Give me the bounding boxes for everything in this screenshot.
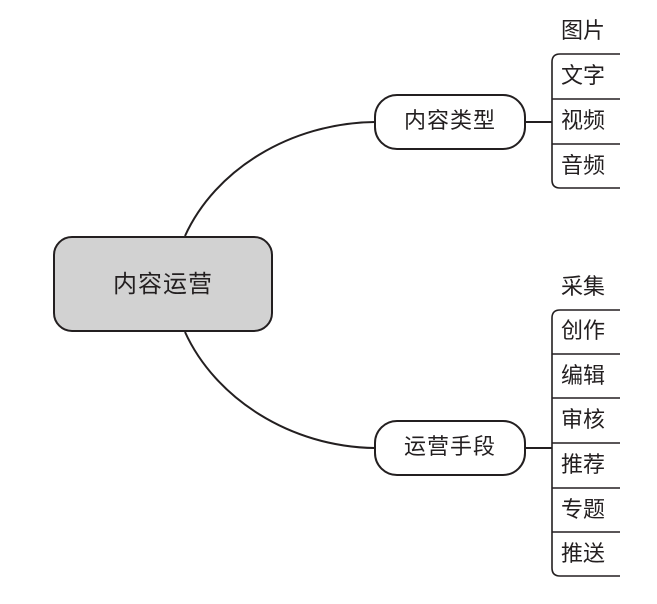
leaf-bracket-content-type [551, 53, 620, 189]
leaf-label: 审核 [561, 408, 606, 433]
leaf-label: 音频 [561, 154, 606, 179]
leaf-label: 推荐 [561, 453, 606, 478]
leaf-label: 专题 [561, 498, 606, 523]
leaf-label: 创作 [561, 319, 606, 344]
branch-label-operation-means: 运营手段 [403, 435, 496, 460]
leaf-label: 采集 [561, 275, 606, 300]
leaf-label: 文字 [561, 64, 606, 89]
branch-label-content-type: 内容类型 [403, 109, 496, 134]
leaf-label: 编辑 [561, 364, 606, 389]
leaf-label: 推送 [561, 542, 606, 567]
connector-root-to-branch-1 [184, 121, 376, 237]
leaf-label: 视频 [561, 109, 606, 134]
root-label: 内容运营 [113, 270, 213, 298]
connector-root-to-branch-2 [184, 331, 376, 449]
root-node [53, 236, 273, 332]
leaf-label: 图片 [561, 19, 606, 44]
